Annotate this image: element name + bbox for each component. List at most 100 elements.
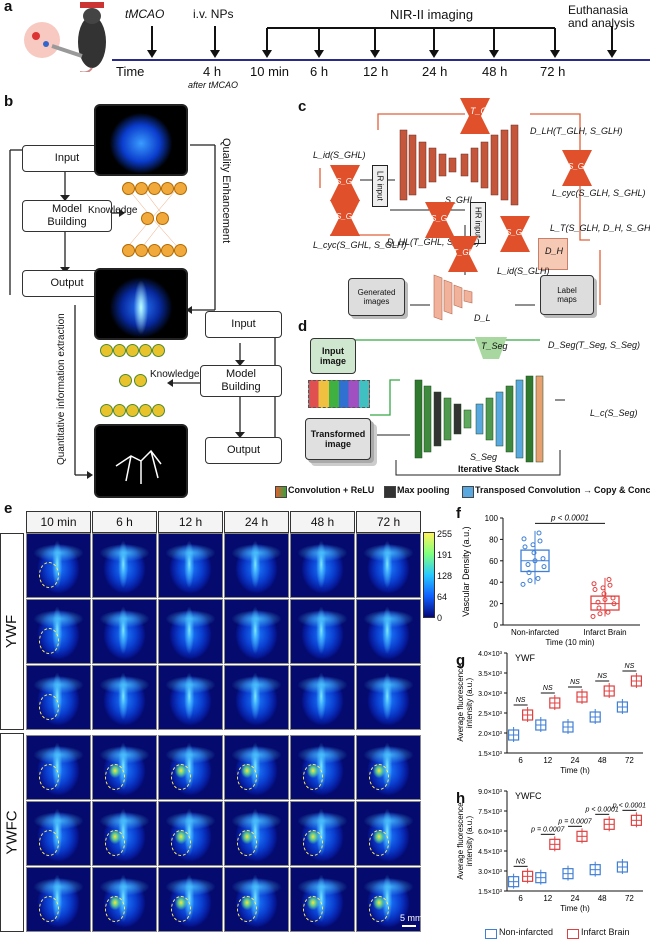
b-node xyxy=(135,182,148,195)
panel-label-g: g xyxy=(456,652,466,669)
y-tick-label: 3.5×10³ xyxy=(478,671,503,678)
c-label-maps: Label maps xyxy=(540,275,594,315)
annotation: NS xyxy=(625,663,635,670)
c-s-ghl-a: S_GHL xyxy=(336,177,363,186)
infarct-outline xyxy=(237,830,257,856)
b-node xyxy=(122,244,135,257)
b-node xyxy=(174,244,187,257)
data-point xyxy=(596,605,602,611)
chart-g: 1.5×10³2.0×10³2.5×10³3.0×10³3.5×10³4.0×1… xyxy=(456,651,643,775)
y-tick-label: 3.0×10³ xyxy=(478,869,503,876)
legend-pool: Max pooling xyxy=(397,485,450,495)
y-tick-label: 4.5×10³ xyxy=(478,849,503,856)
tp-6h: 6 h xyxy=(310,64,329,79)
b-image-raw xyxy=(94,104,188,176)
b-node xyxy=(100,404,113,417)
annotation: p < 0.0001 xyxy=(612,802,646,809)
b-knowledge-1: Knowledge xyxy=(88,205,138,216)
c-d-l: D_L xyxy=(474,313,491,323)
b-node xyxy=(135,244,148,257)
data-point xyxy=(522,544,528,550)
category-label: 24 xyxy=(571,756,580,765)
nir-imaging-label: NIR-II imaging xyxy=(390,7,474,22)
colorbar-tick-64: 64 xyxy=(437,592,448,602)
c-t-glh-label: T_GLH xyxy=(470,106,500,116)
d-iterative-stack: Iterative Stack xyxy=(458,464,520,474)
infarct-outline xyxy=(237,764,257,790)
panel-label-c: c xyxy=(298,98,307,115)
c-l-cyc1: L_cyc(S_GLH, S_GHL) xyxy=(552,188,646,198)
data-point xyxy=(530,542,536,548)
after-tmcao: after tMCAO xyxy=(188,80,239,90)
data-point xyxy=(591,581,597,587)
legend-infarct: Infarct Brain xyxy=(581,927,630,937)
data-point xyxy=(527,578,533,584)
mouse-brain-image xyxy=(224,533,289,598)
d-d-seg: D_Seg(T_Seg, S_Seg) xyxy=(548,340,641,350)
colorbar-tick-128: 128 xyxy=(437,571,453,581)
b-image-enhanced xyxy=(94,268,188,340)
mouse-brain-image xyxy=(92,801,157,866)
annotation: p = 0.0007 xyxy=(530,826,565,833)
panel-label-a: a xyxy=(4,0,13,15)
y-tick-label: 0 xyxy=(494,621,499,630)
y-axis-label: Vascular Density (a.u.) xyxy=(461,526,471,616)
tp-12h: 12 h xyxy=(363,64,389,79)
b-node xyxy=(152,344,165,357)
mouse-brain-image xyxy=(92,665,157,730)
data-point xyxy=(597,611,603,617)
annotation: NS xyxy=(516,858,526,865)
d-l-c: L_c(S_Seg) xyxy=(590,408,638,418)
panel-label-f: f xyxy=(456,505,461,522)
panel-label-h: h xyxy=(456,790,466,807)
data-point xyxy=(611,601,617,607)
annotation: NS xyxy=(543,685,553,692)
tp-48h: 48 h xyxy=(482,64,508,79)
b-node xyxy=(139,344,152,357)
data-point xyxy=(540,556,546,562)
colorbar xyxy=(423,532,435,618)
mouse-brain-image xyxy=(356,599,421,664)
mouse-brain-image xyxy=(26,867,91,932)
y-tick-label: 20 xyxy=(489,600,498,609)
chart-title: YWF xyxy=(515,653,535,663)
x-axis-label: Time (h) xyxy=(560,766,590,775)
colorbar-tick-191: 191 xyxy=(437,550,453,560)
col-header-10min: 10 min xyxy=(26,511,91,533)
mouse-brain-image xyxy=(290,599,355,664)
y-tick-label: 80 xyxy=(489,535,498,544)
legend-copy: Copy & Concatenate xyxy=(594,485,650,495)
col-header-6h: 6 h xyxy=(92,511,157,533)
y-axis-label: intensity (a.u.) xyxy=(465,816,474,867)
category-label: 12 xyxy=(543,894,552,903)
infarct-outline xyxy=(237,896,257,922)
b-node xyxy=(113,404,126,417)
panel-c-diagram xyxy=(300,100,650,320)
panel-label-b: b xyxy=(4,93,14,110)
colorbar-tick-0: 0 xyxy=(437,613,443,623)
mouse-brain-image xyxy=(26,533,91,598)
legend-infarct-swatch xyxy=(567,929,579,939)
data-point xyxy=(535,575,541,581)
row-label-ywfc: YWFC xyxy=(3,810,21,855)
data-point xyxy=(531,550,537,556)
b-node xyxy=(161,182,174,195)
legend-noninfarcted: Non-infarcted xyxy=(499,927,554,937)
c-d-l-disc xyxy=(430,270,490,325)
y-tick-label: 9.0×10³ xyxy=(478,789,503,796)
mouse-brain-image xyxy=(92,533,157,598)
mouse-brain-image xyxy=(356,533,421,598)
d-t-seg xyxy=(475,337,507,359)
b-node xyxy=(174,182,187,195)
data-point xyxy=(606,576,612,582)
row-label-ywf-box: YWF xyxy=(0,533,24,730)
panel-b-connectors xyxy=(0,95,285,500)
c-s-ghl-b: S_GHL xyxy=(336,212,363,221)
c-s-ghl-d: S_GHL xyxy=(431,214,458,223)
b-node xyxy=(161,244,174,257)
category-label: 12 xyxy=(543,756,552,765)
t-4h: 4 h xyxy=(203,64,222,79)
legend-copy-arrow: → xyxy=(583,485,592,495)
infarct-outline xyxy=(303,896,323,922)
y-axis-label: intensity (a.u.) xyxy=(465,678,474,729)
